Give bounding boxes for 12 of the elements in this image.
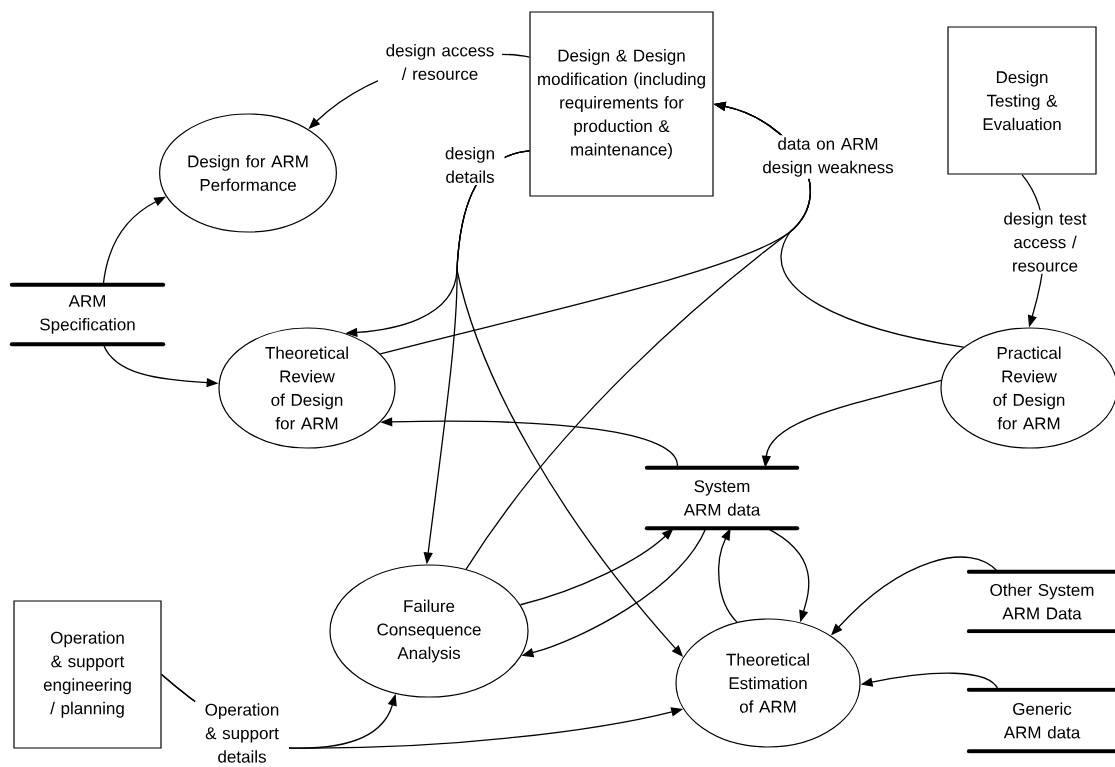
edge-label: data on ARM design weakness	[746, 135, 910, 179]
data-store: Other System ARM Data	[966, 569, 1115, 634]
process-box: Design & Design modification (including requirements for production & maintenance)	[529, 11, 714, 197]
edge-label: Operation & support details	[195, 701, 289, 765]
process-box: Operation & support engineering / planning	[13, 600, 162, 749]
data-store: ARM Specification	[9, 282, 166, 347]
edge-label: design test access / resource	[988, 210, 1102, 274]
data-store: System ARM data	[644, 465, 800, 531]
process-box: Design Testing & Evaluation	[947, 26, 1097, 175]
edge-label: design access / resource	[378, 42, 502, 82]
data-store: Generic ARM data	[966, 687, 1115, 754]
edge-label: design details	[435, 145, 505, 185]
